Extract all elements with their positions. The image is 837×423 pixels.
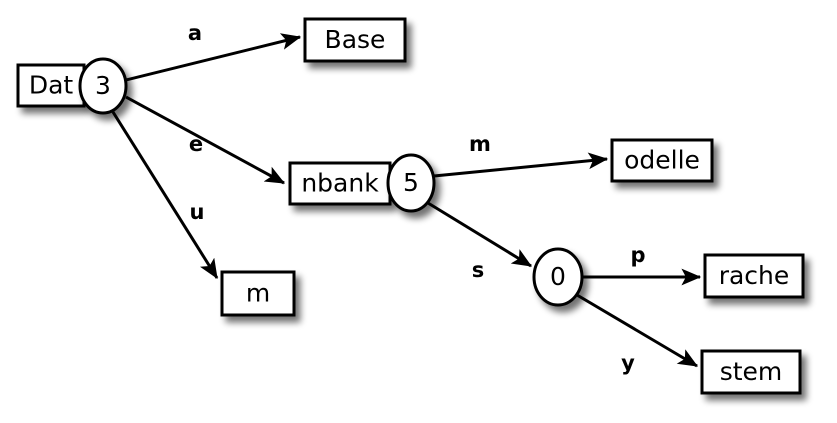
edge-e [125, 95, 286, 185]
edge-s [427, 201, 533, 268]
node-rect-shape [220, 270, 296, 317]
edge-a [125, 33, 302, 82]
node-label: Base [325, 25, 386, 54]
node-ellipse-shape [386, 153, 436, 213]
node-rect-shape [703, 253, 805, 299]
node-label: 5 [403, 168, 419, 197]
node-dat[interactable]: Dat [16, 63, 86, 108]
node-rect-shape [610, 138, 714, 183]
node-3[interactable]: 3 [78, 57, 128, 115]
node-label: nbank [301, 169, 379, 198]
node-ellipse-shape [532, 247, 584, 307]
edge-label-p: p [630, 243, 645, 267]
edges-layer [111, 33, 702, 368]
node-0[interactable]: 0 [532, 247, 584, 307]
node-5[interactable]: 5 [386, 153, 436, 213]
node-ellipse-shape [78, 57, 128, 115]
edge-label-y: y [621, 351, 635, 375]
node-nbank[interactable]: nbank [288, 161, 392, 206]
node-label: rache [719, 261, 790, 290]
node-label: stem [720, 357, 783, 386]
node-label: m [246, 279, 270, 308]
node-label: Dat [29, 71, 74, 100]
node-odelle[interactable]: odelle [610, 138, 714, 183]
edge-labels-layer: a e u m s p y [188, 21, 646, 375]
edge-label-e: e [189, 132, 203, 156]
nodes-layer: Dat 3 Base nbank 5 m odelle 0 rache stem [16, 17, 805, 395]
node-rache[interactable]: rache [703, 253, 805, 299]
node-label: odelle [624, 146, 700, 175]
edge-label-a: a [188, 21, 202, 45]
edge-u [111, 111, 219, 280]
edge-m [433, 152, 609, 178]
node-m[interactable]: m [220, 270, 296, 317]
node-rect-shape [16, 63, 86, 108]
node-stem[interactable]: stem [700, 349, 802, 395]
node-rect-shape [303, 17, 407, 63]
node-label: 3 [95, 71, 111, 100]
edge-label-m: m [469, 132, 491, 156]
edge-label-u: u [190, 200, 205, 224]
node-label: 0 [550, 262, 566, 291]
node-base[interactable]: Base [303, 17, 407, 63]
node-rect-shape [700, 349, 802, 395]
edge-y [576, 293, 699, 368]
edge-label-s: s [472, 258, 485, 282]
node-rect-shape [288, 161, 392, 206]
